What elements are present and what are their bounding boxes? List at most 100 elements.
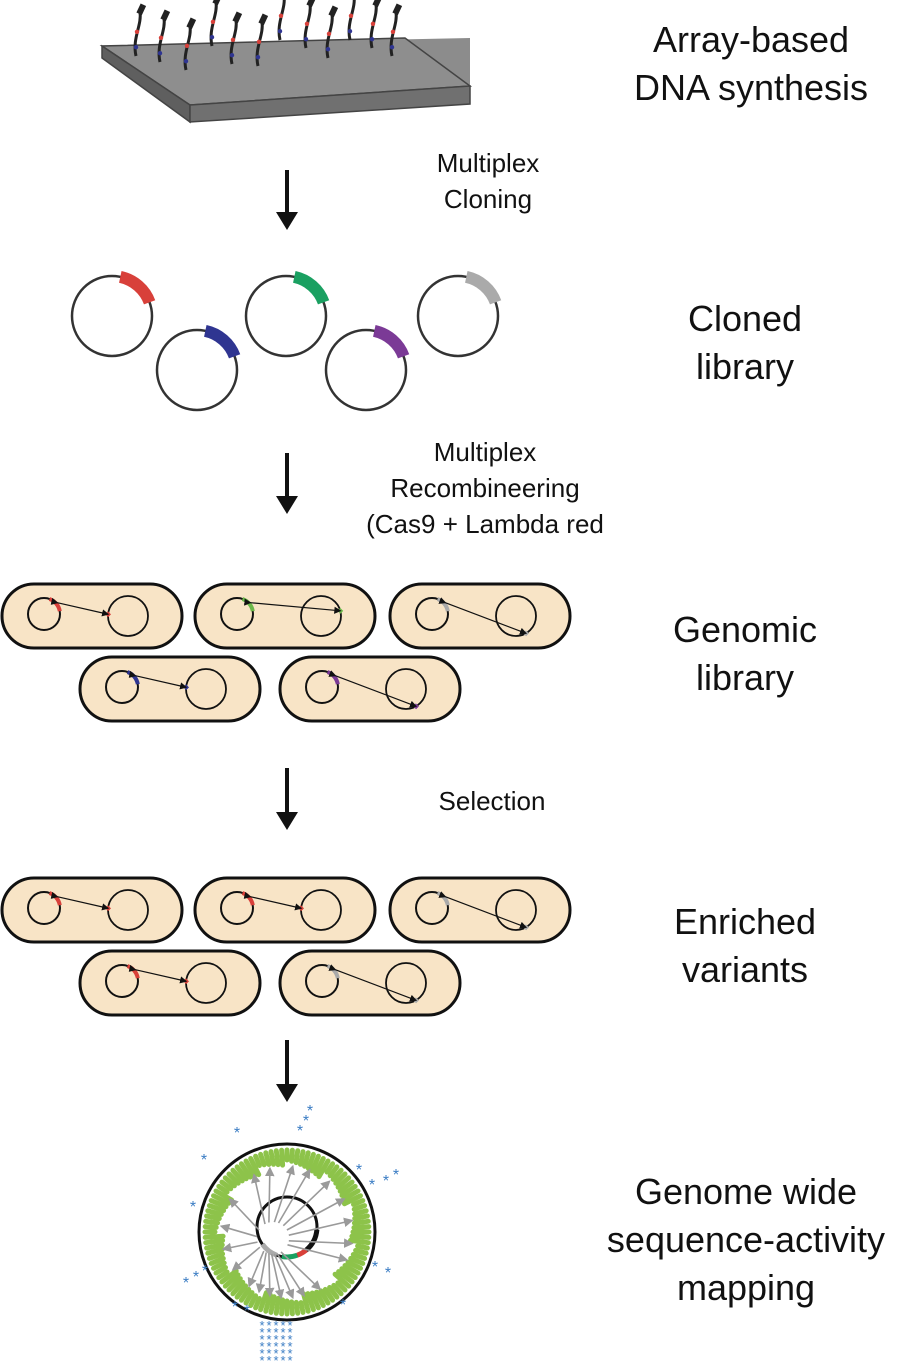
activity-asterisk-icon: * bbox=[287, 1339, 292, 1354]
plasmid-icon bbox=[70, 271, 156, 358]
activity-asterisk-icon: * bbox=[273, 1353, 278, 1368]
activity-asterisk-icon: * bbox=[280, 1346, 285, 1361]
mapping-arrow bbox=[270, 1253, 285, 1300]
bacterial-cell-icon bbox=[388, 582, 572, 650]
step-label-line: Multiplex bbox=[433, 437, 537, 467]
activity-asterisk-icon: * bbox=[273, 1318, 278, 1333]
mapping-arrow bbox=[287, 1244, 349, 1263]
activity-asterisk-icon: * bbox=[183, 1275, 189, 1292]
activity-asterisk-icon: * bbox=[372, 1259, 378, 1276]
activity-asterisk-icon: * bbox=[287, 1346, 292, 1361]
bacterial-cell-icon bbox=[278, 655, 462, 723]
stage-label-genomic-library: Genomic library bbox=[645, 606, 845, 702]
plasmid-icon bbox=[324, 325, 410, 412]
stage-label-line: Array-based bbox=[652, 19, 850, 60]
stage-label-line: Enriched bbox=[673, 901, 817, 942]
mapping-arrow bbox=[264, 1166, 275, 1223]
stage-label-genome-mapping: Genome wide sequence-activity mapping bbox=[586, 1168, 906, 1312]
cloned-plasmid-library bbox=[70, 271, 502, 412]
activity-asterisk-icon: * bbox=[266, 1339, 271, 1354]
stage-label-line: Genome wide bbox=[634, 1171, 858, 1212]
step-label-selection: Selection bbox=[402, 783, 582, 819]
step-label-line: (Cas9 + Lambda red bbox=[366, 509, 604, 539]
bacterial-cell-icon bbox=[193, 876, 377, 944]
activity-asterisk-icon: * bbox=[287, 1318, 292, 1333]
stage-label-line: Cloned bbox=[687, 298, 803, 339]
activity-asterisk-icon: * bbox=[259, 1325, 264, 1340]
activity-asterisk-icon: * bbox=[385, 1265, 391, 1282]
oligo-strand bbox=[303, 0, 317, 49]
activity-asterisk-icon: * bbox=[266, 1353, 271, 1368]
activity-asterisk-icon: * bbox=[202, 1263, 208, 1280]
step-label-line: Multiplex bbox=[436, 148, 540, 178]
mapping-arrow bbox=[280, 1251, 322, 1291]
stage-label-line: library bbox=[695, 657, 794, 698]
genomic-library-cells bbox=[0, 582, 572, 723]
activity-asterisk-icon: * bbox=[266, 1332, 271, 1347]
activity-asterisk-icon: * bbox=[303, 1113, 309, 1130]
activity-asterisk-icon: * bbox=[273, 1332, 278, 1347]
activity-asterisk-icon: * bbox=[297, 1123, 303, 1140]
activity-asterisk-icon: * bbox=[280, 1318, 285, 1333]
mapping-arrow bbox=[277, 1168, 311, 1224]
activity-asterisk-icon: * bbox=[340, 1297, 346, 1314]
activity-asterisk-icon: * bbox=[280, 1325, 285, 1340]
mapping-arrow bbox=[228, 1197, 260, 1231]
step-label-line: Cloning bbox=[443, 184, 533, 214]
down-arrow-icon bbox=[276, 1040, 298, 1102]
mapping-arrow bbox=[251, 1173, 266, 1225]
step-label-line: Selection bbox=[438, 786, 546, 816]
activity-asterisk-icon: * bbox=[280, 1339, 285, 1354]
activity-asterisk-icon: * bbox=[259, 1332, 264, 1347]
step-label-line: Recombineering bbox=[390, 473, 580, 503]
stage-label-cloned-library: Cloned library bbox=[645, 295, 845, 391]
mapping-arrow bbox=[247, 1250, 265, 1288]
oligo-strand bbox=[369, 0, 383, 49]
down-arrow-icon bbox=[276, 453, 298, 514]
mapping-arrow bbox=[264, 1253, 275, 1298]
oligo-strand bbox=[157, 9, 171, 63]
stage-label-line: Genomic bbox=[672, 609, 818, 650]
stage-label-line: variants bbox=[681, 949, 809, 990]
oligo-strands bbox=[133, 0, 403, 71]
activity-asterisk-icon: * bbox=[244, 1303, 250, 1320]
oligo-strand bbox=[255, 13, 269, 67]
bacterial-cell-icon bbox=[388, 876, 572, 944]
mapping-arrow bbox=[282, 1180, 331, 1227]
step-label-cloning: Multiplex Cloning bbox=[388, 145, 588, 217]
activity-asterisk-icon: * bbox=[287, 1325, 292, 1340]
stage-label-line: library bbox=[695, 346, 794, 387]
dna-array-chip-icon bbox=[99, 0, 473, 124]
activity-asterisk-icon: * bbox=[383, 1173, 389, 1190]
activity-asterisk-icon: * bbox=[259, 1318, 264, 1333]
bacterial-cell-icon bbox=[193, 582, 377, 650]
mapping-arrow bbox=[273, 1253, 295, 1300]
oligo-strand bbox=[325, 5, 339, 59]
oligo-strand bbox=[347, 0, 356, 41]
stage-label-array-synthesis: Array-based DNA synthesis bbox=[606, 16, 896, 112]
plasmid-icon bbox=[416, 271, 502, 358]
activity-asterisk-icon: * bbox=[393, 1167, 399, 1184]
mapping-arrow bbox=[255, 1252, 267, 1294]
activity-asterisk-icon: * bbox=[193, 1269, 199, 1286]
bacterial-cell-icon bbox=[0, 582, 184, 650]
stage-label-enriched-variants: Enriched variants bbox=[645, 898, 845, 994]
down-arrow-icon bbox=[276, 170, 298, 230]
bacterial-cell-icon bbox=[78, 949, 262, 1017]
activity-asterisk-icon: * bbox=[280, 1353, 285, 1368]
circular-genome-icon: ****************************************… bbox=[183, 1103, 399, 1368]
bacterial-cell-icon bbox=[78, 655, 262, 723]
activity-asterisk-icon: * bbox=[266, 1318, 271, 1333]
activity-asterisk-icon: * bbox=[307, 1103, 313, 1120]
activity-asterisk-icon: * bbox=[234, 1125, 240, 1142]
activity-asterisk-icon: * bbox=[266, 1346, 271, 1361]
activity-asterisk-icon: * bbox=[232, 1299, 238, 1316]
activity-asterisk-icon: * bbox=[273, 1346, 278, 1361]
bacterial-cell-icon bbox=[278, 949, 462, 1017]
activity-asterisk-icon: * bbox=[273, 1339, 278, 1354]
activity-asterisk-icon: * bbox=[201, 1152, 207, 1169]
mapping-arrow bbox=[288, 1238, 354, 1248]
bacterial-cell-icon bbox=[0, 876, 184, 944]
mapping-arrow bbox=[286, 1198, 346, 1231]
